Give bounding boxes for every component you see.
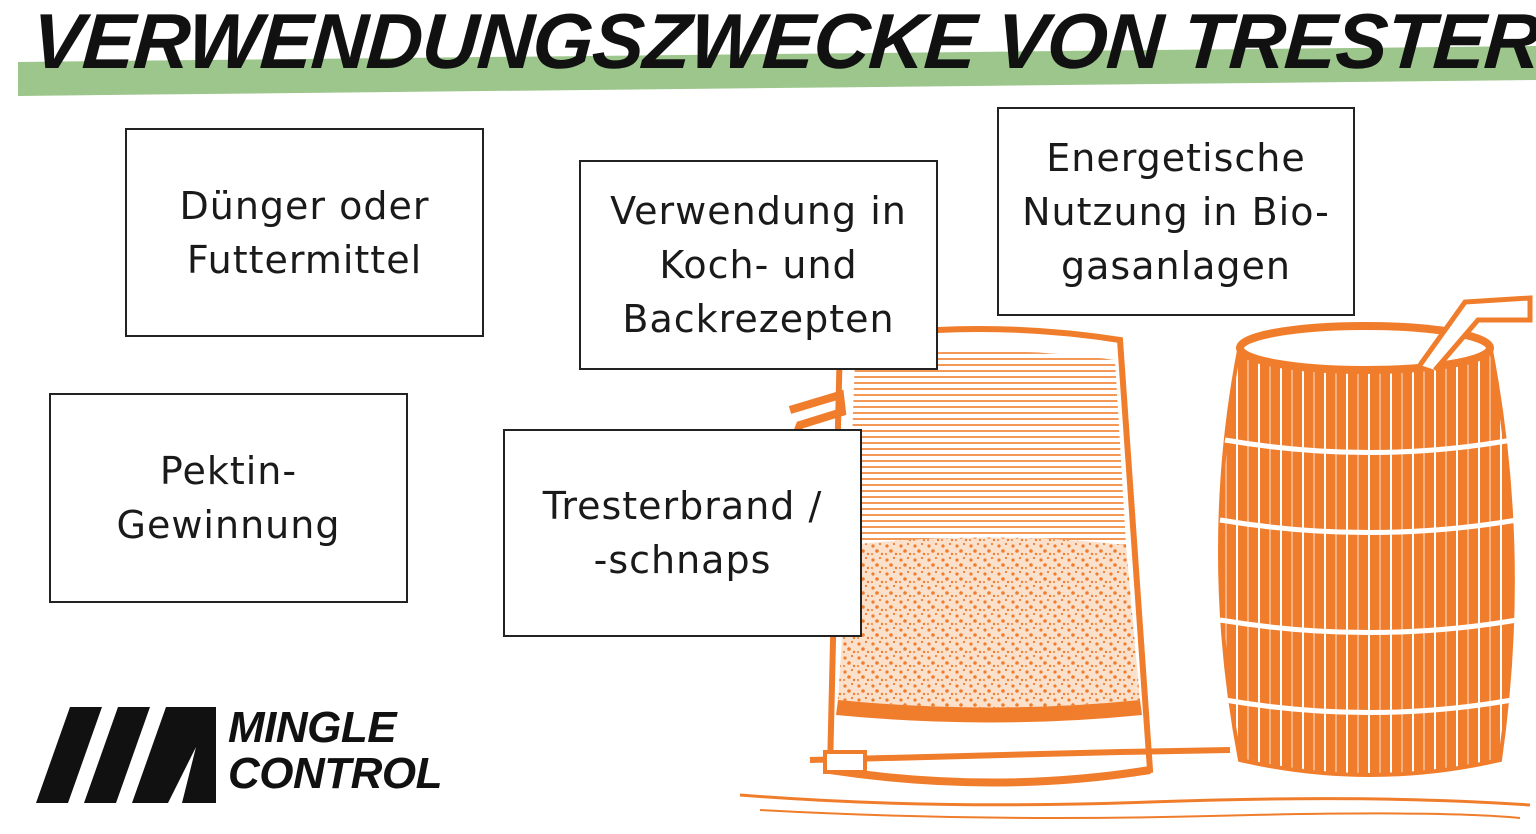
logo-line-1: MINGLE (228, 703, 397, 752)
barrels-illustration-icon (739, 295, 1533, 819)
use-box-tresterbrand: Tresterbrand / -schnaps (503, 429, 862, 637)
mingle-control-logo-mark-icon (36, 707, 216, 803)
page-title: VERWENDUNGSZWECKE VON TRESTER (28, 0, 1536, 85)
brand-logo: MINGLE CONTROL (36, 703, 476, 807)
use-box-duenger-futtermittel: Dünger oder Futtermittel (125, 128, 484, 337)
use-box-koch-backrezepte: Verwendung in Koch- und Backrezepten (579, 160, 938, 370)
use-box-biogasanlagen: Energetische Nutzung in Bio- gasanlagen (997, 107, 1355, 316)
logo-line-2: CONTROL (228, 749, 443, 798)
logo-wordmark: MINGLE CONTROL (228, 703, 443, 798)
use-box-pektin-gewinnung: Pektin- Gewinnung (49, 393, 408, 603)
